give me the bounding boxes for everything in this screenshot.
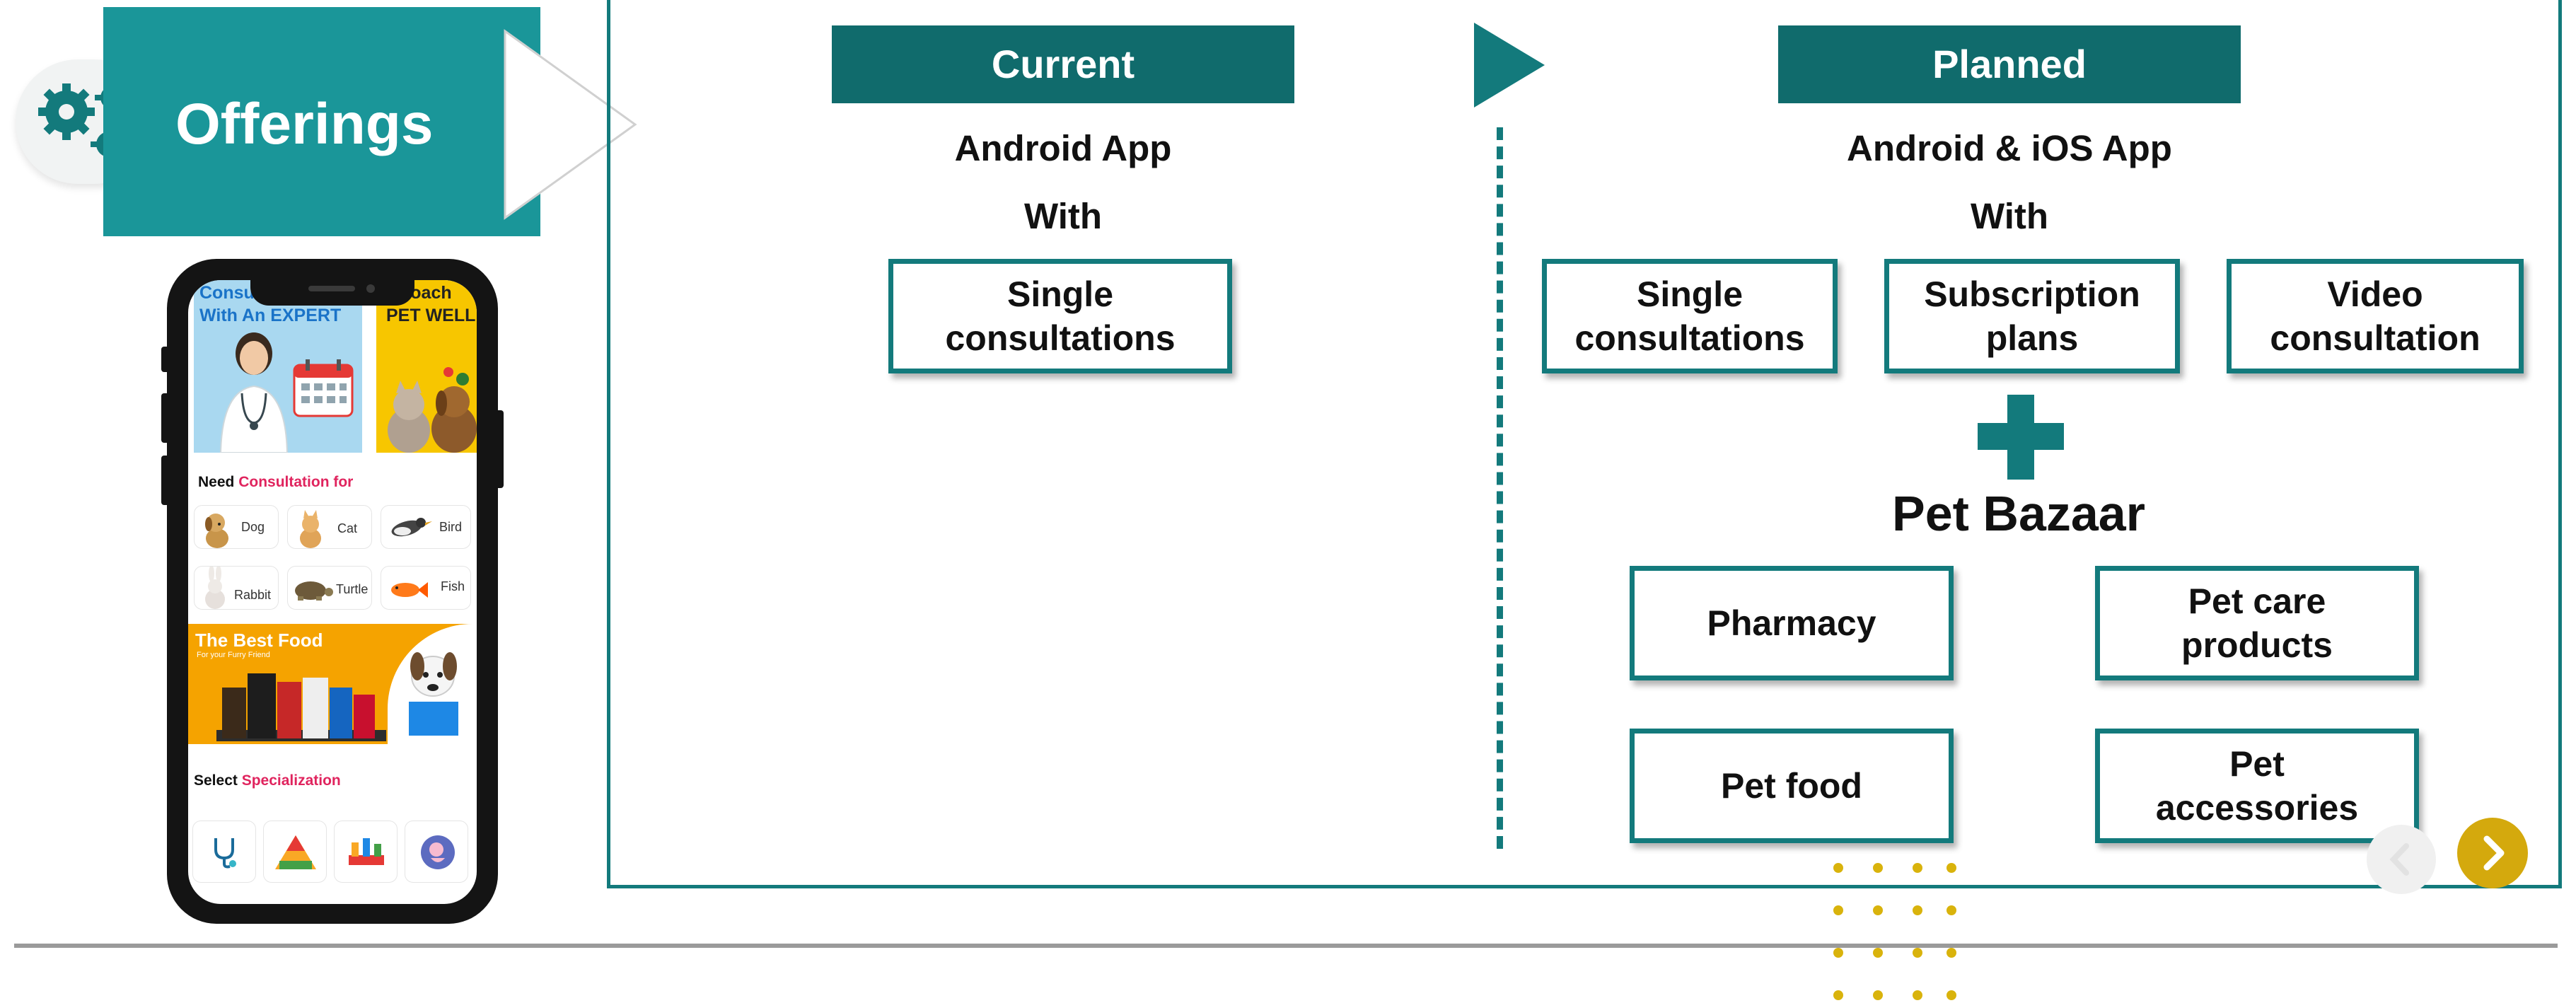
doctor-image [219, 332, 289, 453]
pets-image [388, 367, 477, 453]
plus-icon [1978, 395, 2064, 480]
animal-label-bird: Bird [439, 520, 463, 534]
food-banner-dog-bg [388, 624, 477, 744]
current-with: With [1024, 196, 1102, 236]
play-arrow-icon [1474, 23, 1545, 108]
specialization-heading-accent: Specialization [241, 772, 341, 789]
specialization-heading-pre: Select [194, 772, 238, 789]
fish-icon [391, 582, 428, 598]
animal-label-fish: Fish [441, 579, 465, 593]
animal-label-dog: Dog [241, 520, 265, 534]
planned-with: With [1971, 196, 2048, 236]
planned-header: Planned [1778, 25, 2241, 103]
specialization-surgery[interactable] [334, 821, 398, 883]
animal-label-cat: Cat [337, 521, 358, 535]
animal-chip-rabbit[interactable]: Rabbit [194, 566, 279, 610]
phone-volume-down [161, 456, 170, 505]
next-slide-button[interactable] [2457, 818, 2528, 888]
planned-offering-single: Single consultations [1542, 259, 1838, 373]
promo-vet-line2: With An EXPERT [199, 306, 342, 325]
turtle-icon [295, 581, 333, 601]
rabbit-icon [205, 567, 225, 609]
decorative-dots [1833, 863, 1961, 1003]
phone-camera [366, 284, 375, 293]
current-offering-single: Single consultations [888, 259, 1232, 373]
phone-volume-up [161, 393, 170, 443]
bazaar-pharmacy: Pharmacy [1630, 566, 1954, 680]
food-banner-title: The Best Food [195, 630, 323, 651]
phone-side-button [161, 347, 170, 372]
phone-screen: Consul With An EXPERT pproach PET WELL [188, 280, 477, 904]
planned-platform: Android & iOS App [1847, 128, 2172, 168]
bazaar-pet-food: Pet food [1630, 729, 1954, 843]
food-banner-subtitle: For your Furry Friend [197, 651, 270, 659]
comparison-frame [607, 0, 2562, 888]
phone-power-button [495, 410, 504, 488]
footer-divider [14, 944, 2558, 948]
bed-icon [349, 838, 384, 865]
promo-banner-vet[interactable]: Consul With An EXPERT [194, 280, 362, 453]
consultation-heading-accent: Consultation for [238, 474, 354, 490]
dog-image [409, 652, 458, 736]
food-banner[interactable]: The Best Food For your Furry Friend [188, 624, 477, 744]
animal-chip-bird[interactable]: Bird [381, 505, 471, 549]
animal-label-turtle: Turtle [336, 582, 369, 596]
promo-wellness-line2: PET WELL [386, 306, 476, 325]
banner-arrow-icon [504, 29, 637, 220]
section-divider [1497, 127, 1503, 849]
calendar-icon [293, 359, 354, 417]
pet-bazaar-title: Pet Bazaar [1892, 486, 2145, 541]
promo-banner-wellness[interactable]: pproach PET WELL [376, 280, 477, 453]
animal-chip-turtle[interactable]: Turtle [287, 566, 372, 610]
specialization-nutrition[interactable] [263, 821, 327, 883]
chevron-left-icon [2389, 843, 2409, 876]
planned-offering-video: Video consultation [2227, 259, 2524, 373]
bazaar-pet-care-products: Pet care products [2095, 566, 2419, 680]
offerings-banner [103, 7, 540, 236]
offerings-title: Offerings [175, 92, 434, 156]
previous-slide-button[interactable] [2367, 825, 2436, 894]
animal-chip-dog[interactable]: Dog [194, 505, 279, 549]
animal-label-rabbit: Rabbit [234, 588, 272, 602]
consultation-heading: Need Consultation for [198, 474, 353, 491]
specialization-heading: Select Specialization [194, 772, 341, 789]
animal-chip-fish[interactable]: Fish [381, 566, 471, 610]
chevron-right-icon [2483, 835, 2505, 871]
consultation-heading-pre: Need [198, 474, 235, 490]
pregnancy-icon [421, 835, 455, 869]
cat-icon [300, 510, 321, 548]
planned-offering-subscription: Subscription plans [1884, 259, 2180, 373]
food-products-image [216, 673, 386, 741]
food-pyramid-icon [275, 835, 316, 869]
bazaar-pet-accessories: Pet accessories [2095, 729, 2419, 843]
phone-speaker [308, 286, 355, 291]
animal-chip-cat[interactable]: Cat [287, 505, 372, 549]
specialization-general[interactable] [192, 821, 256, 883]
dog-icon [205, 514, 228, 548]
promo-vet-line1: Consul [199, 283, 260, 303]
stethoscope-icon [214, 838, 236, 869]
bird-icon [391, 518, 432, 537]
current-header: Current [832, 25, 1294, 103]
specialization-maternity[interactable] [405, 821, 468, 883]
current-platform: Android App [954, 128, 1172, 168]
